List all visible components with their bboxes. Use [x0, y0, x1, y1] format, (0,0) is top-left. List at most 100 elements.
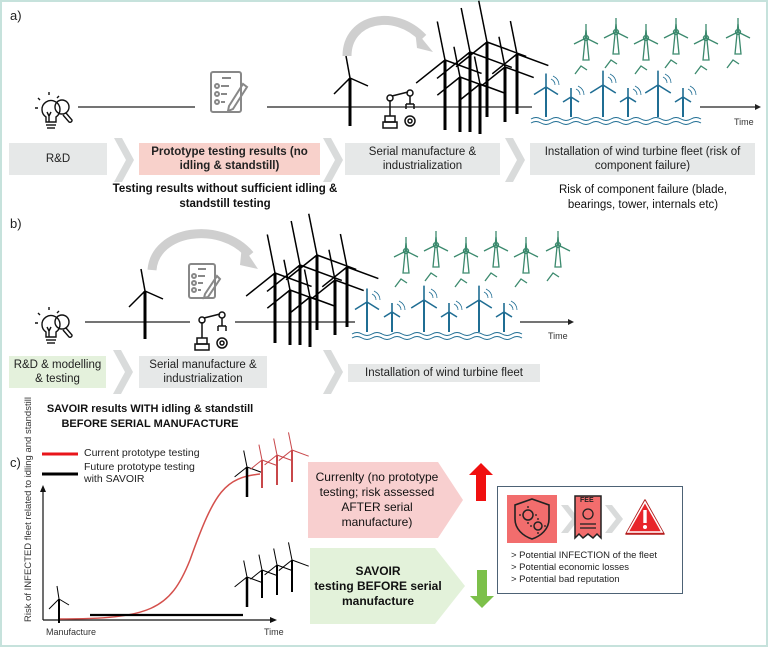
- y-axis-label: Risk of INFECTED fleet related to idling…: [23, 397, 34, 622]
- x-axis-start-label: Manufacture: [46, 627, 97, 637]
- warning-triangle-icon: [625, 499, 665, 535]
- onshore-turbine: [633, 24, 659, 75]
- offshore-turbine: [465, 285, 493, 332]
- offshore-turbine-fleet-icon: [530, 70, 702, 125]
- robot-arm-icon: [382, 89, 416, 129]
- turbine: [278, 542, 309, 592]
- panel-c-label: c): [10, 455, 21, 470]
- lightbulb-research-icon: [35, 92, 73, 129]
- onshore-turbine: [725, 18, 751, 69]
- turbine: [288, 269, 337, 347]
- lightbulb-research-icon: [35, 307, 73, 344]
- turbine: [481, 36, 534, 122]
- stage-installation-fleet: Installation of wind turbine fleet: [348, 364, 540, 382]
- onshore-turbine: [545, 231, 571, 282]
- offshore-turbine: [495, 300, 518, 332]
- note-testing-without-idling: Testing results without sufficient idlin…: [112, 183, 338, 210]
- current-testing-curve: [57, 473, 261, 620]
- curved-arrow-icon: [342, 15, 433, 57]
- turbine: [285, 213, 357, 330]
- onshore-turbine: [573, 24, 599, 75]
- waves: [530, 117, 702, 121]
- turbine: [250, 554, 277, 598]
- onshore-turbine: [423, 231, 449, 282]
- time-label-a: Time: [734, 117, 754, 127]
- turbine: [264, 548, 293, 595]
- turbine: [234, 560, 263, 607]
- onshore-turbine: [513, 237, 539, 288]
- callout-savoir-shape: [310, 548, 465, 624]
- chevron-icon: [505, 138, 525, 182]
- onshore-turbine: [693, 24, 719, 75]
- turbine: [234, 450, 263, 497]
- x-axis-end-label: Time: [264, 627, 284, 637]
- turbine: [311, 249, 364, 335]
- offshore-turbine: [533, 73, 560, 117]
- risk-up-arrow-icon: [469, 463, 493, 501]
- panel-a-label: a): [10, 8, 22, 23]
- callout-current-shape: [308, 462, 463, 538]
- turbine: [436, 46, 489, 132]
- note-savoir-before-manufacture: SAVOIR results WITH idling & standstill …: [46, 403, 254, 430]
- turbine: [250, 444, 277, 488]
- chevron-icon: [323, 138, 343, 182]
- callout-current-text: Currenlty (no prototype testing; risk as…: [315, 470, 439, 529]
- onshore-turbine: [393, 237, 419, 288]
- onshore-turbine: [663, 18, 689, 69]
- offshore-turbine: [383, 300, 406, 332]
- curved-arrow-icon: [147, 229, 258, 271]
- waves: [351, 336, 523, 340]
- wind-turbine-icon: [128, 268, 164, 339]
- offshore-turbine-fleet-icon: [351, 285, 523, 340]
- fee-text: FEE: [580, 497, 594, 504]
- wind-turbine-icon: [333, 55, 369, 126]
- offshore-turbine: [354, 288, 381, 332]
- turbine: [491, 20, 549, 114]
- offshore-turbine: [619, 85, 642, 117]
- offshore-turbine: [644, 70, 672, 117]
- stage-serial-manufacture: Serial manufacture & industrialization: [139, 356, 267, 388]
- panel-a-timeline: [78, 104, 761, 110]
- panel-b-label: b): [10, 216, 22, 231]
- offshore-turbine: [589, 70, 617, 117]
- risk-down-arrow-icon: [470, 570, 494, 608]
- chevron-icon: [323, 350, 343, 394]
- turbine: [264, 438, 293, 485]
- waves: [351, 332, 523, 336]
- panel-b-timeline: [85, 319, 574, 325]
- stage-serial-manufacture: Serial manufacture & industrialization: [345, 143, 500, 175]
- onshore-turbine: [453, 237, 479, 288]
- legend-label-current: Current prototype testing: [84, 447, 200, 459]
- wind-turbine-icon: [48, 585, 70, 623]
- chevron-icon: [114, 138, 134, 182]
- onshore-turbine: [483, 231, 509, 282]
- black-turbine-group-icon: [234, 542, 309, 607]
- time-label-b: Time: [548, 331, 568, 341]
- legend-swatches: [42, 452, 78, 476]
- offshore-turbine: [562, 85, 585, 117]
- turbine-cluster-icon: [245, 213, 379, 347]
- red-turbine-group-icon: [234, 432, 309, 497]
- turbine: [455, 0, 527, 117]
- legend-label-future: Future prototype testing with SAVOIR: [84, 461, 195, 485]
- chevron-icon: [605, 505, 623, 533]
- onshore-turbine-fleet-icon: [393, 231, 571, 288]
- checklist-icon: [188, 263, 222, 300]
- onshore-turbine-fleet-icon: [573, 18, 751, 75]
- stage-prototype-testing: Prototype testing results (no idling & s…: [139, 143, 320, 175]
- consequence-item: > Potential economic losses: [511, 562, 630, 573]
- robot-arm-icon: [194, 311, 228, 351]
- consequences-list: > Potential INFECTION of the fleet > Pot…: [511, 550, 657, 586]
- turbine: [458, 56, 507, 134]
- callout-savoir-text: SAVOIR testing BEFORE serial manufacture: [314, 563, 442, 608]
- turbine-cluster-icon: [415, 0, 549, 134]
- turbine: [321, 233, 379, 327]
- waves: [530, 121, 702, 125]
- infection-shield-icon: [507, 495, 557, 543]
- offshore-turbine: [674, 85, 697, 117]
- stage-rnd-modelling-testing: R&D & modelling & testing: [9, 356, 106, 388]
- stage-rnd: R&D: [9, 143, 107, 175]
- stage-installation-fleet: Installation of wind turbine fleet (risk…: [530, 143, 755, 175]
- offshore-turbine: [440, 300, 463, 332]
